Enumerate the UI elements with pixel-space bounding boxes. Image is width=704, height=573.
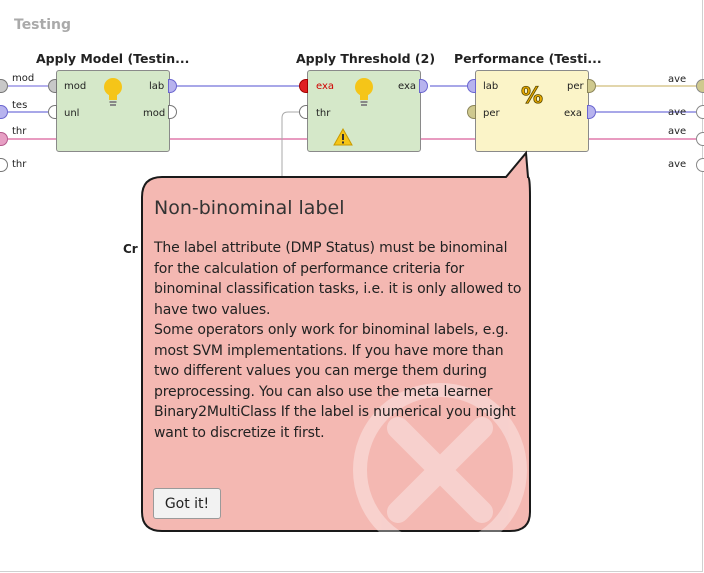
apply-model-in-unl[interactable] bbox=[48, 105, 57, 119]
percent-icon: % bbox=[521, 84, 544, 108]
sink-port-label: ave bbox=[668, 107, 687, 118]
lightbulb-icon bbox=[355, 78, 373, 106]
sink-port-ave-4[interactable] bbox=[696, 158, 704, 172]
in-port-label: unl bbox=[64, 108, 80, 119]
sink-port-label: ave bbox=[668, 126, 687, 137]
in-port-label-error: exa bbox=[316, 81, 335, 92]
in-port-label: per bbox=[483, 108, 500, 119]
tooltip-paragraph: The label attribute (DMP Status) must be… bbox=[154, 240, 522, 318]
got-it-button[interactable]: Got it! bbox=[153, 488, 221, 519]
out-port-label: mod bbox=[143, 108, 166, 119]
performance-in-per[interactable] bbox=[467, 105, 476, 119]
performance-out-exa[interactable] bbox=[587, 105, 596, 119]
apply-model-in-mod[interactable] bbox=[48, 79, 57, 93]
source-port-label: thr bbox=[12, 126, 27, 137]
source-port-label: mod bbox=[12, 73, 35, 84]
lightbulb-icon bbox=[104, 78, 122, 106]
hidden-operator-name: Cr bbox=[123, 242, 138, 256]
operator-apply-threshold[interactable]: exa thr exa bbox=[307, 70, 421, 152]
source-port-label: thr bbox=[12, 159, 27, 170]
operator-name-apply-model: Apply Model (Testin... bbox=[36, 51, 190, 66]
in-port-label: thr bbox=[316, 108, 331, 119]
performance-in-lab[interactable] bbox=[467, 79, 476, 93]
sink-port-label: ave bbox=[668, 159, 687, 170]
process-title: Testing bbox=[14, 17, 71, 33]
warning-icon bbox=[333, 128, 353, 146]
apply-threshold-out-exa[interactable] bbox=[419, 79, 428, 93]
svg-text:%: % bbox=[521, 84, 543, 108]
operator-performance[interactable]: lab per per exa % bbox=[475, 70, 589, 152]
out-port-label: exa bbox=[564, 108, 583, 119]
sink-port-label: ave bbox=[668, 74, 687, 85]
tooltip-body: The label attribute (DMP Status) must be… bbox=[154, 238, 524, 443]
apply-model-out-mod[interactable] bbox=[168, 105, 177, 119]
sink-port-ave-2[interactable] bbox=[696, 105, 704, 119]
apply-model-out-lab[interactable] bbox=[168, 79, 177, 93]
out-port-label: per bbox=[567, 81, 584, 92]
close-watermark-icon bbox=[353, 383, 527, 557]
sink-port-ave-3[interactable] bbox=[696, 132, 704, 146]
out-port-label: lab bbox=[149, 81, 165, 92]
sink-port-ave-1[interactable] bbox=[696, 79, 704, 93]
apply-threshold-in-exa[interactable] bbox=[299, 79, 308, 93]
performance-out-per[interactable] bbox=[587, 79, 596, 93]
operator-name-performance: Performance (Testi... bbox=[454, 51, 602, 66]
tooltip-title: Non-binominal label bbox=[154, 197, 345, 219]
tooltip-paragraph: Some operators only work for binominal l… bbox=[154, 322, 516, 441]
connection-threshold-in bbox=[281, 111, 300, 185]
operator-name-apply-threshold: Apply Threshold (2) bbox=[296, 51, 436, 66]
source-port-label: tes bbox=[12, 100, 28, 111]
apply-threshold-in-thr[interactable] bbox=[299, 105, 308, 119]
in-port-label: lab bbox=[483, 81, 499, 92]
out-port-label: exa bbox=[398, 81, 417, 92]
in-port-label: mod bbox=[64, 81, 87, 92]
